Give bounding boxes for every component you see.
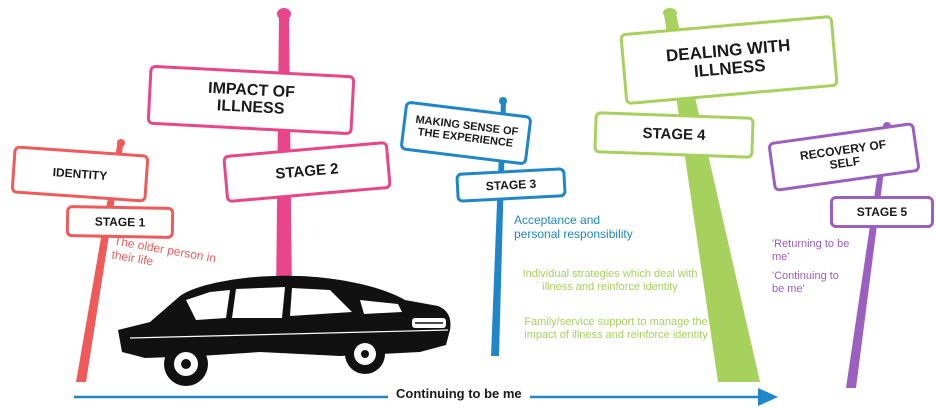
sign-stage5: STAGE 5 (830, 196, 934, 228)
note-stage5-b: 'Continuing to be me' (772, 270, 839, 295)
post-stage5 (846, 124, 890, 388)
car-icon (118, 275, 451, 386)
post-cap-stage1 (117, 139, 125, 147)
sign-stage3: STAGE 3 (455, 167, 567, 203)
post-stage4 (664, 14, 760, 382)
sign-impact-of-illness: IMPACT OF ILLNESS (146, 64, 356, 136)
arrow-icon (758, 388, 778, 406)
sign-stage4: STAGE 4 (593, 111, 755, 159)
note-stage3: Acceptance and personal responsibility (514, 213, 633, 241)
baseline-label: Continuing to be me (388, 386, 530, 401)
post-stage3 (491, 100, 506, 356)
post-cap-stage3 (499, 97, 507, 105)
sign-identity: IDENTITY (10, 145, 150, 203)
post-cap-stage4 (663, 8, 677, 18)
note-stage4-b: Family/service support to manage the imp… (524, 316, 708, 341)
post-cap-stage2 (277, 8, 291, 20)
note-stage4-a: Individual strategies which deal with il… (522, 268, 698, 293)
note-stage5-a: 'Returning to be me' (772, 238, 850, 263)
post-stage1 (76, 140, 124, 382)
